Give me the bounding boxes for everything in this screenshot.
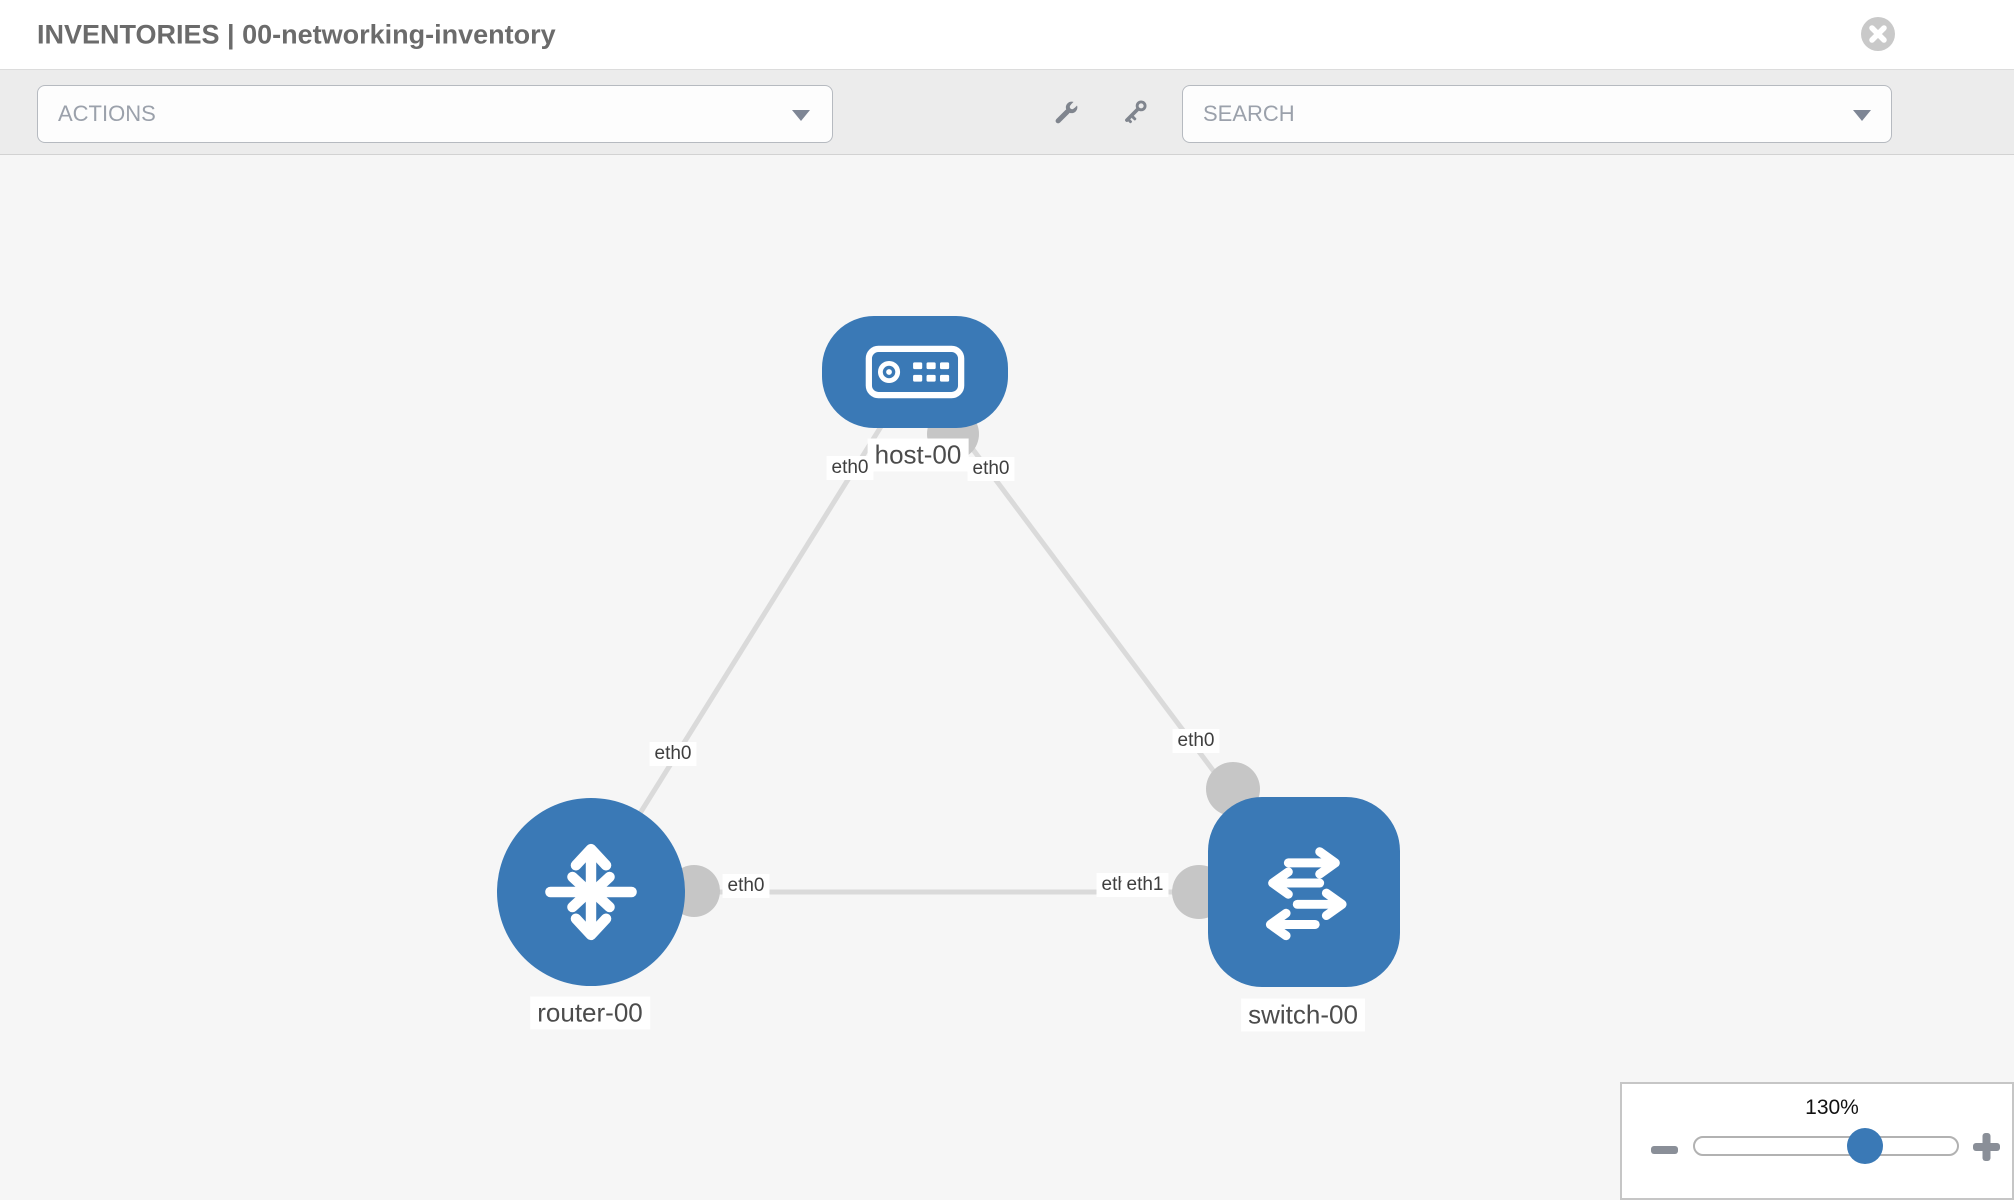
zoom-slider-track[interactable] bbox=[1693, 1136, 1959, 1156]
node-host-00[interactable] bbox=[822, 316, 1008, 428]
key-icon[interactable] bbox=[1116, 95, 1152, 131]
chevron-down-icon bbox=[1853, 110, 1871, 121]
node-label-switch-00: switch-00 bbox=[1241, 998, 1365, 1032]
node-label-host-00: host-00 bbox=[867, 438, 969, 472]
interface-label: eth0 bbox=[967, 457, 1015, 481]
interface-label: eth1 bbox=[1121, 873, 1169, 897]
zoom-slider-thumb[interactable] bbox=[1847, 1128, 1883, 1164]
actions-dropdown-label: ACTIONS bbox=[58, 101, 156, 126]
switch-arrows-icon bbox=[1248, 836, 1360, 948]
interface-label: eth0 bbox=[1172, 729, 1220, 753]
interface-label: eth0 bbox=[722, 874, 770, 898]
node-router-00[interactable] bbox=[497, 798, 685, 986]
node-label-router-00: router-00 bbox=[530, 996, 650, 1030]
router-arrows-icon bbox=[533, 834, 649, 950]
chevron-down-icon bbox=[792, 110, 810, 121]
interface-label: eth0 bbox=[649, 742, 697, 766]
zoom-level-value: 130% bbox=[1805, 1096, 1859, 1119]
header-bar: INVENTORIES | 00-networking-inventory bbox=[0, 0, 2014, 70]
zoom-in-button[interactable] bbox=[1973, 1133, 2001, 1166]
interface-label: eth0 bbox=[826, 456, 874, 480]
zoom-out-button[interactable] bbox=[1651, 1142, 1679, 1160]
search-dropdown-label: SEARCH bbox=[1203, 101, 1295, 126]
zoom-panel: 130% bbox=[1620, 1082, 2014, 1200]
search-dropdown[interactable]: SEARCH bbox=[1182, 85, 1892, 143]
close-icon[interactable] bbox=[1860, 16, 1896, 52]
page-title: INVENTORIES | 00-networking-inventory bbox=[37, 19, 556, 49]
server-icon bbox=[865, 345, 965, 399]
wrench-icon[interactable] bbox=[1048, 95, 1084, 131]
actions-dropdown[interactable]: ACTIONS bbox=[37, 85, 833, 143]
node-switch-00[interactable] bbox=[1208, 797, 1400, 987]
toolbar: ACTIONS SEARCH bbox=[0, 70, 2014, 155]
